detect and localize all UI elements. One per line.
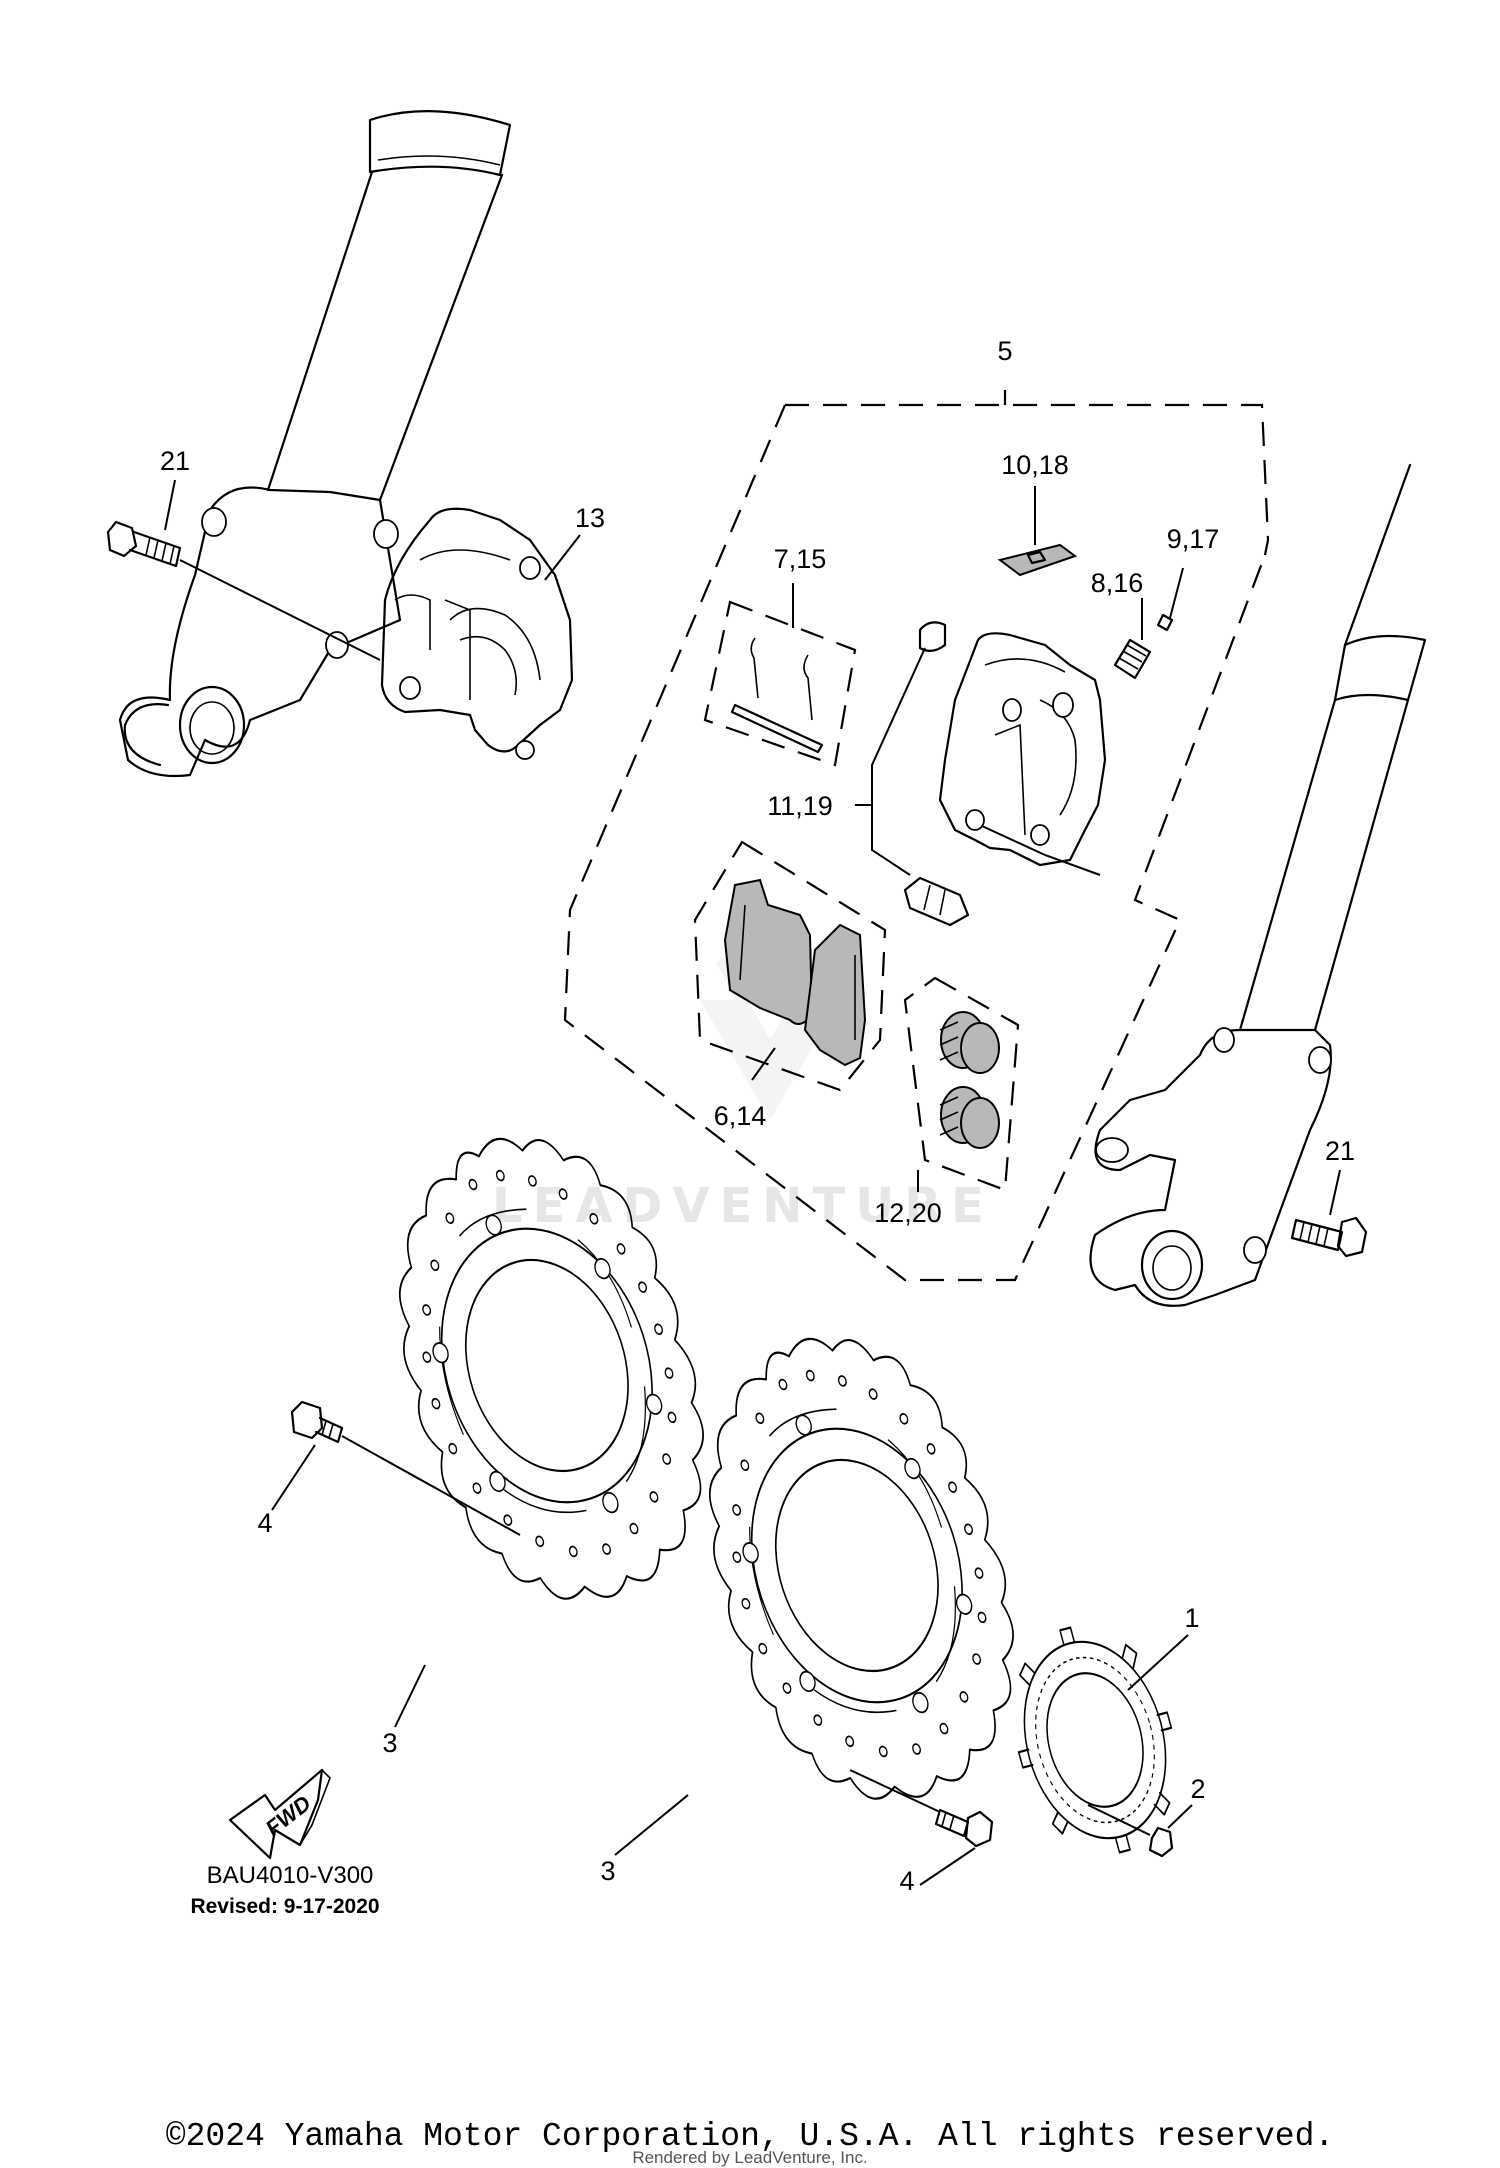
disc-bolt-left — [271, 1400, 521, 1536]
copyright-notice: ©2024 Yamaha Motor Corporation, U.S.A. A… — [165, 2118, 1335, 2155]
caliper-kit-group-5 — [563, 390, 1270, 1282]
label-2: 2 — [1190, 1774, 1205, 1804]
label-4-left: 4 — [257, 1508, 272, 1538]
caliper-body — [938, 632, 1107, 876]
label-21-left: 21 — [160, 446, 190, 476]
left-fork-leg — [118, 110, 512, 778]
piston-group — [903, 976, 1020, 1192]
brake-disc-right — [709, 1337, 1014, 1800]
brake-disc-left — [399, 1137, 704, 1600]
label-4-right: 4 — [899, 1866, 914, 1896]
label-9-17: 9,17 — [1167, 524, 1220, 554]
abs-sensor-rotor — [1017, 1626, 1173, 1854]
left-caliper-assembly — [380, 507, 574, 760]
caliper-pin-bottom — [903, 876, 970, 927]
part-labels: 5 10,18 9,17 8,16 7,15 11,19 6,14 12,20 … — [160, 336, 1355, 1896]
forward-direction-arrow — [228, 1768, 331, 1860]
pad-spring-plate — [997, 543, 1078, 577]
rendered-by-notice: Rendered by LeadVenture, Inc. — [632, 2148, 868, 2167]
right-fork-leg — [1089, 463, 1427, 1307]
label-1: 1 — [1184, 1603, 1199, 1633]
watermark-text: LEADVENTURE — [492, 1178, 994, 1234]
bolt-21-right — [1290, 1216, 1368, 1258]
label-6-14: 6,14 — [714, 1101, 767, 1131]
disc-bolt-right — [849, 1769, 994, 1886]
revision-date: Revised: 9-17-2020 — [190, 1895, 379, 1918]
label-5: 5 — [997, 336, 1012, 366]
label-11-19: 11,19 — [767, 791, 833, 821]
label-8-16: 8,16 — [1091, 568, 1144, 598]
diagram-code: BAU4010-V300 — [207, 1862, 374, 1889]
label-12-20: 12,20 — [874, 1198, 942, 1228]
abs-rotor-screw — [1148, 1804, 1193, 1858]
pad-pin-group — [703, 583, 857, 767]
label-21-right: 21 — [1325, 1136, 1355, 1166]
bleed-cap — [1156, 567, 1184, 632]
label-13: 13 — [575, 503, 605, 533]
brake-pad-group — [693, 840, 887, 1092]
caliper-pin-top — [855, 621, 947, 876]
label-7-15: 7,15 — [774, 544, 827, 574]
bleed-screw — [1113, 598, 1152, 680]
label-3-left: 3 — [382, 1728, 397, 1758]
bolt-21-left — [106, 520, 381, 661]
label-3-right: 3 — [600, 1856, 615, 1886]
label-10-18: 10,18 — [1001, 450, 1069, 480]
